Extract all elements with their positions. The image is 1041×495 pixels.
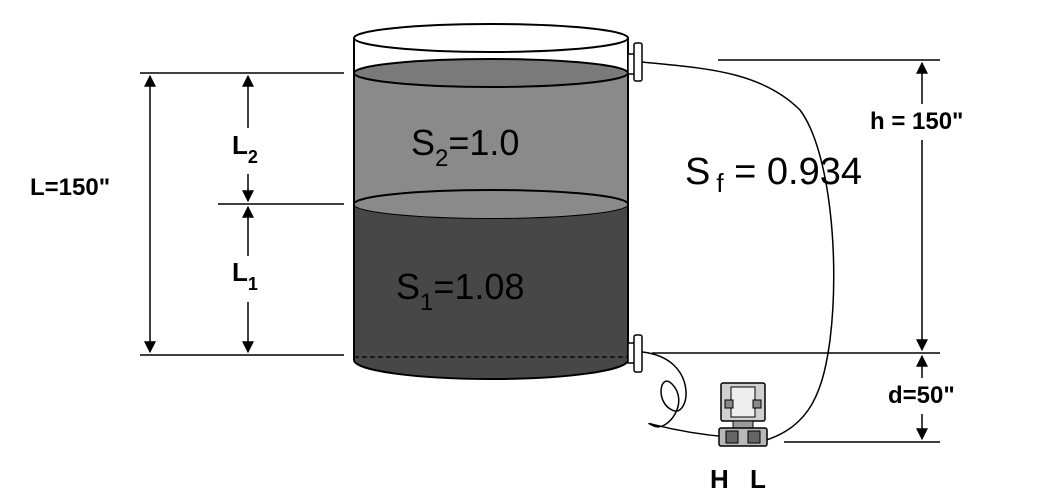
low-side-capillary bbox=[641, 61, 835, 445]
upper-liquid-fill bbox=[354, 73, 628, 218]
reference-lines bbox=[140, 59, 940, 443]
tank bbox=[353, 23, 629, 380]
l2-label: L2 bbox=[232, 130, 258, 167]
l1-label: L1 bbox=[232, 257, 258, 294]
d-dimension-label: d=50" bbox=[888, 382, 955, 409]
h-dimension-label: h = 150" bbox=[870, 108, 963, 135]
upper-liquid-surface bbox=[353, 58, 629, 88]
interface-edge bbox=[353, 189, 629, 205]
lower-liquid-fill bbox=[354, 204, 628, 379]
tank-bottom-edge bbox=[353, 359, 629, 380]
upper-gravity-label: S2=1.0 bbox=[411, 122, 519, 172]
lower-flange bbox=[627, 334, 643, 373]
lower-gravity-label: S1=1.08 bbox=[396, 266, 524, 316]
high-port-label: H bbox=[710, 464, 729, 494]
dp-transmitter bbox=[718, 382, 768, 447]
high-side-capillary bbox=[641, 351, 729, 438]
upper-flange bbox=[627, 42, 643, 82]
low-port-label: L bbox=[750, 464, 766, 494]
total-level-label: L=150" bbox=[30, 174, 110, 201]
tank-top-rim bbox=[353, 23, 629, 53]
